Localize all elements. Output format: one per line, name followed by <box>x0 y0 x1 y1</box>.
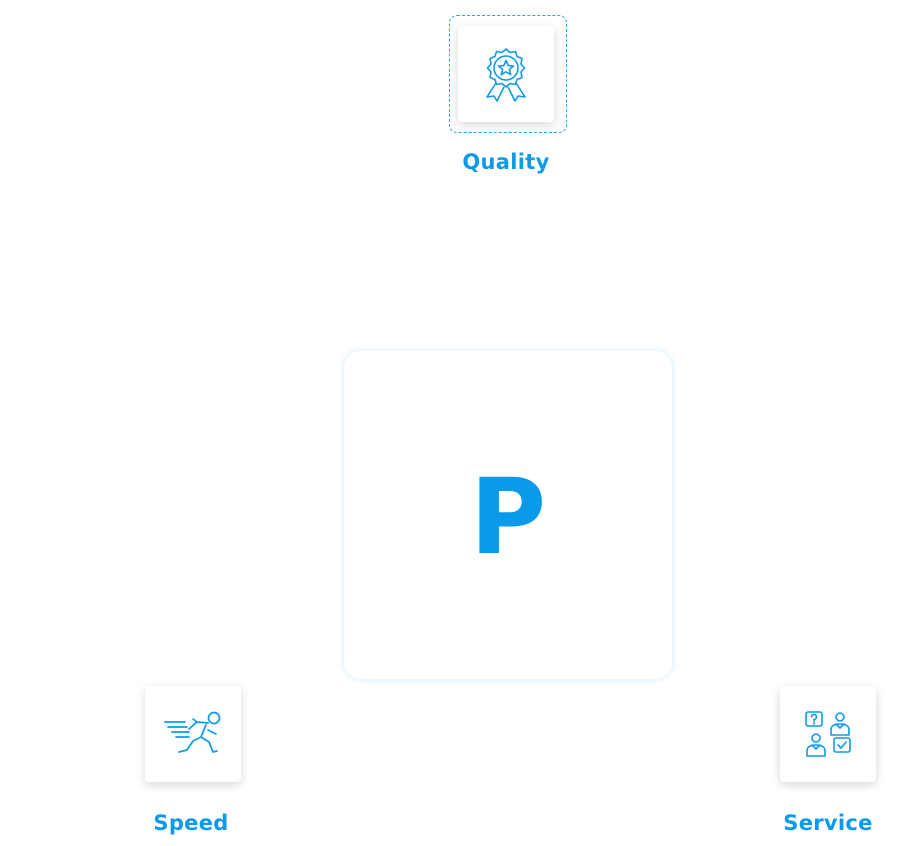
award-ribbon-icon <box>481 46 531 102</box>
speed-card[interactable] <box>145 686 241 782</box>
selection-frame <box>449 15 567 133</box>
service-card[interactable] <box>780 686 876 782</box>
center-logo-panel: P <box>343 350 673 680</box>
running-person-icon <box>163 710 223 758</box>
speed-label: Speed <box>153 811 229 835</box>
quality-card[interactable] <box>458 26 554 122</box>
quality-label: Quality <box>462 150 550 174</box>
brand-logo-letter: P <box>469 456 547 578</box>
customer-support-icon <box>803 709 853 759</box>
service-label: Service <box>783 811 873 835</box>
